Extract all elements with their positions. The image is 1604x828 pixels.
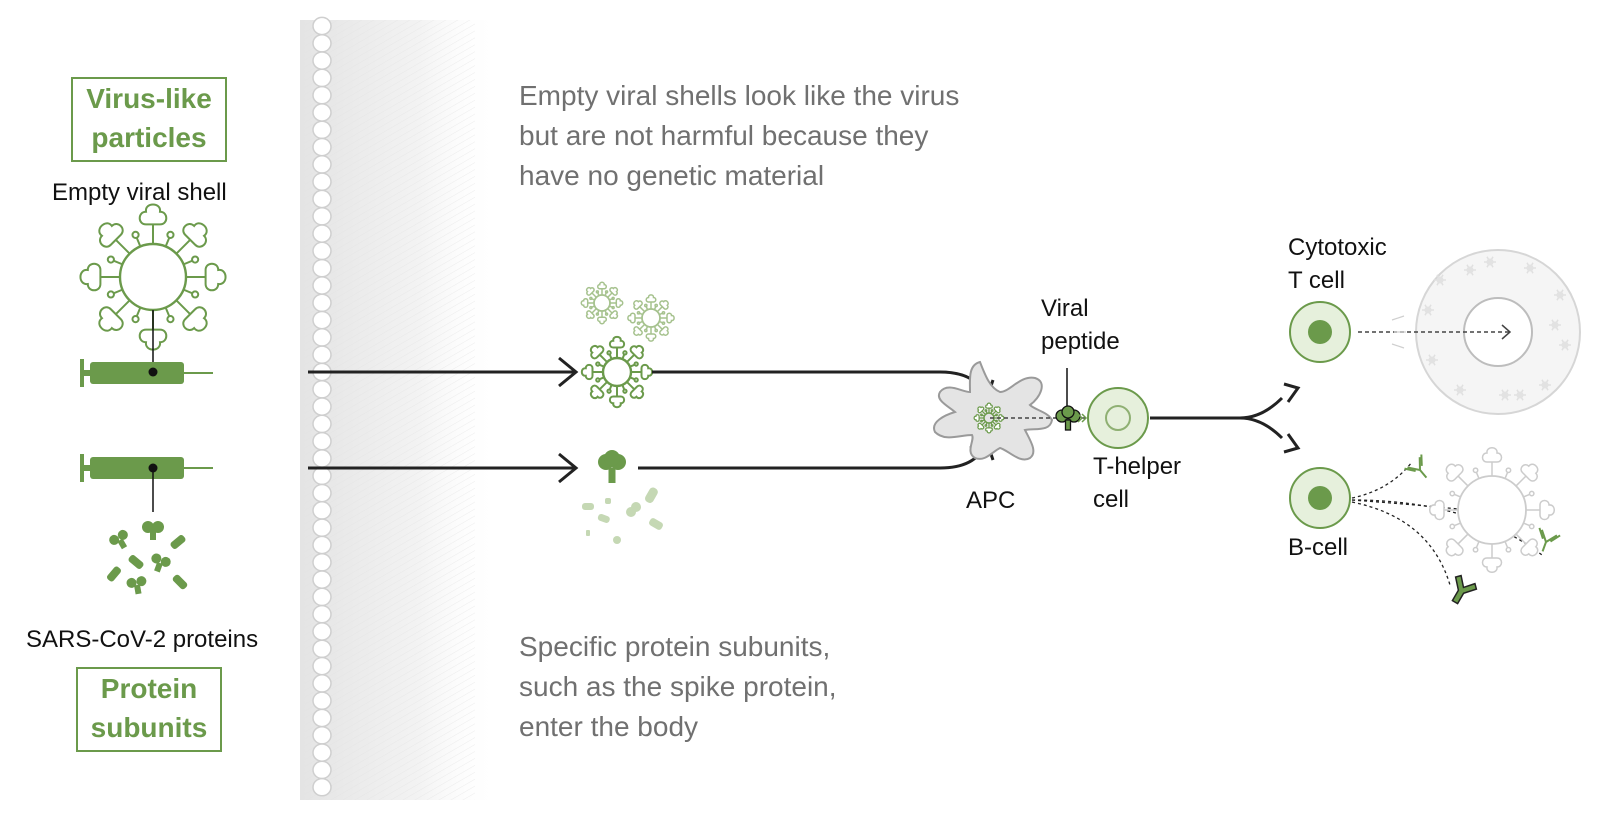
protein-description-line-1: Specific protein subunits,: [519, 631, 831, 662]
ps-box-line-2: subunits: [90, 712, 208, 743]
syringe-icon-bottom: [80, 454, 213, 482]
protein-description-line-3: enter the body: [519, 711, 699, 742]
viral-peptide-icon: [1055, 368, 1088, 431]
protein-subunits-box: Protein subunits: [76, 667, 222, 752]
virus-like-particles-box: Virus-like particles: [71, 77, 227, 162]
cytotoxic-t-cell: [1289, 301, 1351, 363]
vlp-box-line-1: Virus-like: [86, 83, 212, 114]
vlp-description: Empty viral shells look like the virus b…: [519, 76, 959, 196]
cytotoxic-label-line-1: Cytotoxic: [1288, 234, 1387, 261]
empty-viral-shell-caption: Empty viral shell: [52, 179, 227, 206]
viral-peptide-label-line-1: Viral: [1041, 295, 1089, 322]
antibody-paths: [1351, 461, 1543, 586]
b-cell-label: B-cell: [1288, 534, 1349, 561]
syringe-icon-top: [80, 359, 213, 387]
vlp-description-line-2: but are not harmful because they: [519, 120, 929, 151]
cytotoxic-t-cell-label: Cytotoxic T cell: [1288, 231, 1387, 297]
infected-cell: [1358, 249, 1581, 415]
t-helper-label-line-2: cell: [1093, 486, 1130, 513]
ps-box-line-1: Protein: [100, 673, 198, 704]
t-helper-cell: [1087, 387, 1149, 449]
arrow-vlp-entry: [308, 356, 579, 388]
protein-particles-icon: [582, 450, 663, 544]
protein-description: Specific protein subunits, such as the s…: [519, 627, 837, 747]
empty-viral-shell-icon: [79, 203, 227, 351]
t-helper-label: T-helper cell: [1093, 450, 1181, 516]
vlp-description-line-1: Empty viral shells look like the virus: [519, 80, 960, 111]
vlp-box-line-2: particles: [91, 122, 207, 153]
skin-barrier: [300, 16, 500, 800]
viral-peptide-label: Viral peptide: [1041, 292, 1120, 358]
arrow-branch: [1150, 382, 1301, 454]
protein-description-line-2: such as the spike protein,: [519, 671, 837, 702]
sars-cov-2-proteins-caption: SARS-CoV-2 proteins: [26, 626, 259, 653]
apc-label: APC: [966, 487, 1016, 514]
viral-peptide-label-line-2: peptide: [1041, 328, 1120, 355]
cytotoxic-label-line-2: T cell: [1288, 267, 1345, 294]
antibody-icons: [1404, 454, 1561, 605]
vlp-particles-icon: [580, 281, 675, 409]
vlp-description-line-3: have no genetic material: [519, 160, 825, 191]
b-cell: [1289, 467, 1351, 529]
protein-fragments-icon: [107, 521, 188, 595]
arrow-protein-entry: [308, 452, 579, 484]
t-helper-label-line-1: T-helper: [1093, 453, 1182, 480]
neutralized-virus-icon: [1429, 447, 1555, 573]
